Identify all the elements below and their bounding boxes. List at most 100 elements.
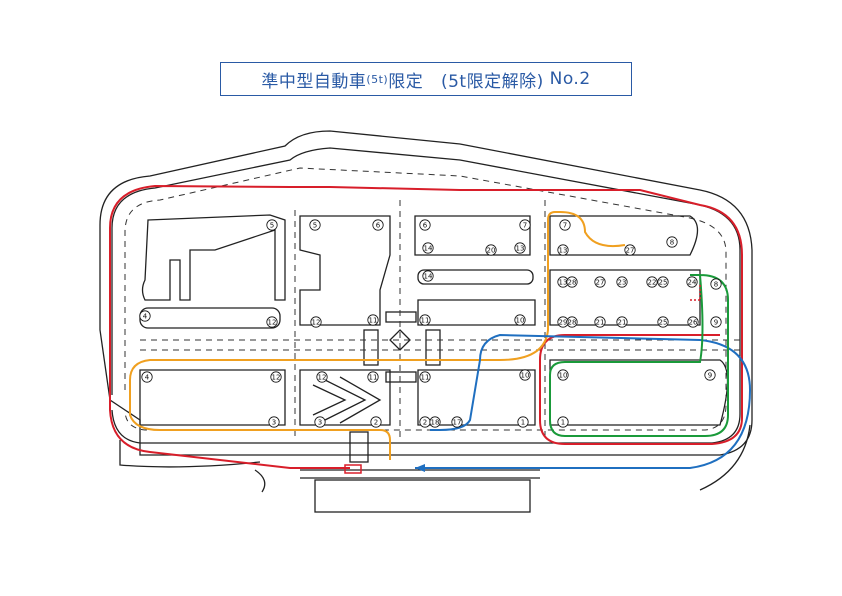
marker-label: 6 [423, 222, 428, 230]
marker-label: 14 [424, 273, 433, 281]
marker-label: 4 [145, 374, 150, 382]
marker-21: 21 [594, 316, 606, 328]
title-small: (5t) [366, 72, 389, 86]
route-red [109, 184, 743, 469]
marker-7: 7 [519, 219, 531, 231]
title-limit: 限定 [388, 71, 424, 92]
marker-label: 3 [318, 419, 322, 427]
marker-circle [419, 219, 431, 231]
marker-circle [266, 316, 278, 328]
marker-label: 17 [453, 419, 462, 427]
marker-label: 21 [618, 319, 627, 327]
marker-circle [594, 276, 606, 288]
title-main: 準中型自動車 [261, 71, 367, 92]
marker-1: 1 [517, 416, 529, 428]
start-marker [344, 464, 362, 474]
marker-label: 9 [708, 372, 712, 380]
marker-circle [519, 219, 531, 231]
marker-circle [419, 371, 431, 383]
marker-circle [519, 369, 531, 381]
marker-circle [429, 416, 441, 428]
marker-label: 25 [659, 319, 668, 327]
marker-2: 2 [370, 416, 382, 428]
marker-circle [624, 244, 636, 256]
marker-circle [367, 371, 379, 383]
marker-circle [372, 219, 384, 231]
marker-17: 17 [451, 416, 463, 428]
marker-circle [566, 276, 578, 288]
marker-10: 10 [514, 314, 526, 326]
marker-label: 10 [559, 372, 568, 380]
marker-20: 20 [485, 244, 497, 256]
marker-5: 5 [266, 219, 278, 231]
marker-circle [686, 276, 698, 288]
marker-circle [514, 314, 526, 326]
marker-label: 5 [313, 222, 317, 230]
marker-circle [266, 219, 278, 231]
marker-4: 4 [141, 371, 153, 383]
marker-circle [517, 416, 529, 428]
marker-11: 11 [367, 371, 379, 383]
marker-circle [422, 242, 434, 254]
marker-label: 18 [431, 419, 440, 427]
marker-circle [657, 316, 669, 328]
marker-circle [616, 276, 628, 288]
marker-circle [422, 270, 434, 282]
marker-25: 25 [657, 276, 669, 288]
marker-label: 28 [568, 319, 577, 327]
marker-circle [657, 276, 669, 288]
marker-26: 26 [687, 316, 699, 328]
marker-label: 7 [523, 222, 527, 230]
marker-2: 2 [419, 416, 431, 428]
marker-label: 12 [318, 374, 327, 382]
marker-label: 11 [369, 317, 378, 325]
marker-circle [616, 316, 628, 328]
marker-12: 12 [270, 371, 282, 383]
marker-9: 9 [704, 369, 716, 381]
marker-label: 13 [559, 279, 568, 287]
marker-circle [557, 369, 569, 381]
marker-3: 3 [314, 416, 326, 428]
marker-label: 24 [688, 279, 697, 287]
marker-13: 13 [557, 244, 569, 256]
marker-5: 5 [309, 219, 321, 231]
marker-circle [270, 371, 282, 383]
marker-circle [310, 316, 322, 328]
marker-circle [139, 310, 151, 322]
marker-10: 10 [557, 369, 569, 381]
marker-12: 12 [316, 371, 328, 383]
marker-label: 21 [596, 319, 605, 327]
marker-9: 9 [710, 316, 722, 328]
route-blue [415, 333, 752, 469]
marker-circle [419, 314, 431, 326]
marker-label: 2 [374, 419, 378, 427]
marker-label: 13 [559, 247, 568, 255]
marker-8: 8 [666, 236, 678, 248]
marker-label: 22 [648, 279, 657, 287]
marker-label: 26 [689, 319, 698, 327]
marker-label: 12 [268, 319, 277, 327]
marker-21: 21 [616, 316, 628, 328]
marker-label: 10 [516, 317, 525, 325]
marker-22: 22 [646, 276, 658, 288]
marker-circle [316, 371, 328, 383]
marker-label: 1 [521, 419, 525, 427]
marker-12: 12 [266, 316, 278, 328]
route-blue-arrow [415, 464, 425, 472]
marker-29: 29 [557, 316, 569, 328]
marker-circle [704, 369, 716, 381]
marker-label: 23 [618, 279, 627, 287]
marker-circle [514, 242, 526, 254]
marker-14: 14 [422, 270, 434, 282]
marker-11: 11 [367, 314, 379, 326]
marker-23: 23 [616, 276, 628, 288]
marker-25: 25 [657, 316, 669, 328]
marker-1: 1 [557, 416, 569, 428]
marker-label: 5 [270, 222, 274, 230]
marker-label: 8 [714, 281, 718, 289]
marker-11: 11 [419, 314, 431, 326]
marker-circle [557, 244, 569, 256]
lane-markings [140, 200, 740, 440]
marker-label: 1 [561, 419, 565, 427]
